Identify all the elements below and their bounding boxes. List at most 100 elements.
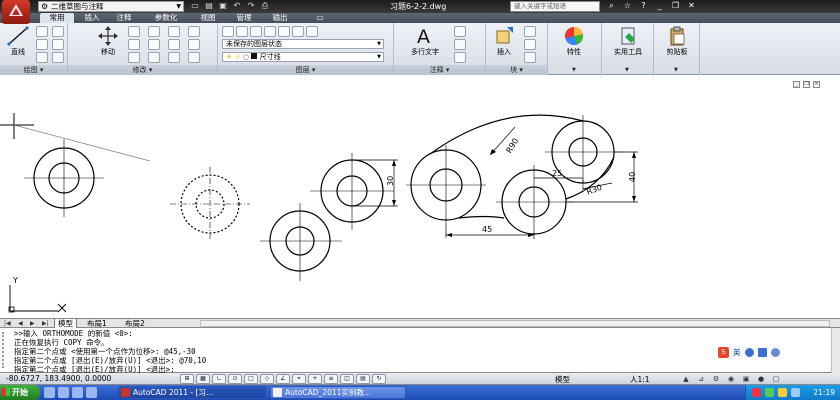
current-layer-select[interactable]: ☀ ☼ ◌ 尺寸线 ▼ — [222, 52, 384, 62]
chevron-down-icon[interactable]: ▼ — [625, 67, 629, 73]
tray-ime-icon[interactable] — [752, 388, 761, 397]
command-scrollbar[interactable] — [831, 328, 840, 373]
tab-manage[interactable]: 管理 — [236, 13, 252, 22]
grid-toggle[interactable]: ▦ — [196, 374, 210, 384]
workspace-switch-icon[interactable]: ⚙ — [712, 375, 720, 383]
ime-mode-label[interactable]: 英 — [733, 347, 741, 357]
tray-security-icon[interactable] — [791, 388, 800, 397]
modify-panel-label[interactable]: 修改 ▾ — [68, 65, 217, 75]
move-button[interactable]: 移动 — [92, 25, 124, 57]
next-layout-icon[interactable]: ▶ — [30, 320, 35, 327]
circle-icon[interactable] — [36, 39, 48, 50]
tab-output[interactable]: 输出 — [272, 13, 288, 22]
lweight-toggle[interactable]: ≡ — [324, 374, 338, 384]
close-icon[interactable]: ✕ — [813, 81, 820, 88]
ime-keyboard-icon[interactable] — [757, 347, 767, 357]
osnap-toggle[interactable]: □ — [244, 374, 258, 384]
layer-previous-icon[interactable] — [250, 26, 262, 37]
properties-button[interactable]: 特性 — [554, 25, 594, 57]
tab-annotate[interactable]: 注释 — [116, 13, 132, 22]
utilities-button[interactable]: 实用工具 — [604, 25, 652, 57]
dyn-toggle[interactable]: + — [308, 374, 322, 384]
chevron-down-icon[interactable]: ▼ — [674, 67, 678, 73]
tab-parametric[interactable]: 参数化 — [154, 13, 178, 22]
multileader-icon[interactable] — [454, 39, 466, 50]
plot-icon[interactable]: ⎙ — [261, 1, 269, 10]
undo-icon[interactable]: ↶ — [233, 1, 241, 10]
layer-isolate-icon[interactable] — [264, 26, 276, 37]
help-icon[interactable]: ? — [641, 1, 646, 10]
clipboard-button[interactable]: 剪贴板 — [656, 25, 698, 57]
edit-block-icon[interactable] — [524, 39, 536, 50]
tab-layout2[interactable]: 布局2 — [125, 319, 145, 328]
insert-button[interactable]: 插入 — [488, 25, 520, 57]
create-block-icon[interactable] — [524, 26, 536, 37]
save-icon[interactable]: ▣ — [219, 1, 227, 10]
table-icon[interactable] — [52, 52, 64, 63]
polar-toggle[interactable]: ⊙ — [228, 374, 242, 384]
desktop-icon[interactable] — [44, 387, 55, 398]
ime-punct-icon[interactable] — [744, 347, 754, 357]
restore-icon[interactable]: ❐ — [803, 81, 810, 88]
annotation-scale[interactable]: 人1:1 — [630, 375, 650, 384]
lock-icon[interactable]: ◉ — [727, 375, 735, 383]
layer-match-icon[interactable] — [236, 26, 248, 37]
tray-volume-icon[interactable] — [778, 388, 787, 397]
sc-toggle[interactable]: ↻ — [372, 374, 386, 384]
auto-scale-icon[interactable]: ⊿ — [698, 375, 704, 383]
table-icon[interactable] — [454, 52, 466, 63]
otrack-toggle[interactable]: ∠ — [276, 374, 290, 384]
tray-network-icon[interactable] — [765, 388, 774, 397]
layer-state-select[interactable]: 未保存的图层状态 ▼ — [222, 39, 384, 49]
multiline-text-button[interactable]: A 多行文字 — [400, 25, 450, 57]
minimize-icon[interactable]: _ — [657, 1, 662, 10]
binoculars-icon[interactable]: ⌕ — [609, 1, 614, 10]
layer-off-icon[interactable] — [278, 26, 290, 37]
arc-icon[interactable] — [36, 52, 48, 63]
tab-home[interactable]: 常用 — [40, 13, 74, 23]
taskbar-item-tutorial[interactable]: AutoCAD_2011实例教... — [270, 386, 406, 399]
redo-icon[interactable]: ↷ — [247, 1, 255, 10]
isolate-objects-icon[interactable]: ● — [757, 375, 765, 383]
tab-view[interactable]: 视图 — [200, 13, 216, 22]
last-layout-icon[interactable]: ▶| — [42, 320, 49, 327]
workspace-select[interactable]: ⚙ 二维草图与注释 ▼ — [38, 1, 184, 12]
command-prompt-line[interactable]: 指定第二个点或 [退出(E)/放弃(U)] <退出>: — [14, 365, 175, 374]
copy-icon[interactable] — [128, 39, 140, 50]
new-icon[interactable]: ▭ — [191, 1, 199, 10]
model-space-label[interactable]: 模型 — [555, 375, 570, 384]
start-button[interactable]: 开始 — [0, 385, 40, 400]
folder-icon[interactable] — [86, 387, 97, 398]
minimize-icon[interactable]: _ — [793, 81, 800, 88]
linear-dimension-icon[interactable] — [454, 26, 466, 37]
ducs-toggle[interactable]: ⌖ — [292, 374, 306, 384]
tab-layout1[interactable]: 布局1 — [87, 319, 107, 328]
application-menu-button[interactable] — [2, 0, 30, 24]
array-icon[interactable] — [188, 39, 200, 50]
rectangle-icon[interactable] — [52, 26, 64, 37]
stretch-icon[interactable] — [128, 52, 140, 63]
fillet-icon[interactable] — [188, 26, 200, 37]
3d-osnap-toggle[interactable]: ◇ — [260, 374, 274, 384]
first-layout-icon[interactable]: |◀ — [4, 320, 11, 327]
snap-toggle[interactable]: ⊞ — [180, 374, 194, 384]
tab-model[interactable]: 模型 — [54, 319, 77, 328]
tab-insert[interactable]: 插入 — [84, 13, 100, 22]
taskbar-item-autocad[interactable]: AutoCAD 2011 - [习... — [118, 386, 266, 399]
chevron-down-icon[interactable]: ▼ — [572, 67, 576, 73]
layers-panel-label[interactable]: 图层 ▾ — [218, 65, 393, 75]
annotation-visibility-icon[interactable]: ▲ — [683, 375, 689, 383]
hatch-icon[interactable] — [52, 39, 64, 50]
mirror-icon[interactable] — [148, 39, 160, 50]
clock[interactable]: 21:19 — [813, 388, 835, 397]
open-icon[interactable]: ▤ — [205, 1, 213, 10]
layer-lock-icon[interactable] — [306, 26, 318, 37]
layer-freeze-icon[interactable] — [292, 26, 304, 37]
command-window[interactable]: >>输入 ORTHOMODE 的新值 <0>: 正在恢复执行 COPY 命令。 … — [0, 328, 840, 374]
offset-icon[interactable] — [168, 52, 180, 63]
hardware-accel-icon[interactable]: ▣ — [742, 375, 750, 383]
attribute-icon[interactable] — [524, 52, 536, 63]
drawing-canvas[interactable]: _ ❐ ✕ — [0, 75, 840, 318]
clean-screen-icon[interactable]: ▢ — [772, 375, 780, 383]
qp-toggle[interactable]: ▤ — [356, 374, 370, 384]
